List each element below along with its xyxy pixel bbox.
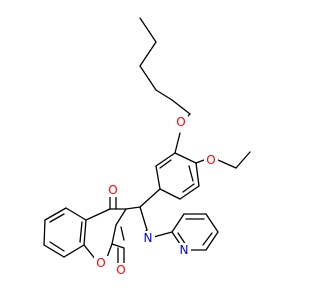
atom-label-o-ketone: O (106, 183, 120, 197)
atom-label-o-ethoxy: O (204, 153, 218, 167)
atom-label-n-pyrrole: N (141, 231, 155, 245)
oxygen-pyranone-text: O (96, 256, 105, 270)
nitrogen-pyrrole-text: N (144, 231, 153, 245)
bond-lines (43, 17, 251, 264)
oxygen-pentyloxy-text: O (176, 115, 185, 129)
molecule-structure: O O O O O N N (43, 17, 251, 277)
atom-label-o-pentyloxy: O (174, 115, 188, 129)
atom-label-o-lactam: O (114, 263, 128, 277)
nitrogen-pyridine-text: N (180, 243, 189, 257)
oxygen-ketone-text: O (108, 183, 117, 197)
oxygen-ethoxy-text: O (206, 153, 215, 167)
oxygen-lactam-text: O (116, 263, 125, 277)
atom-label-o-pyranone: O (94, 256, 108, 270)
atom-label-n-pyridine: N (177, 243, 191, 257)
